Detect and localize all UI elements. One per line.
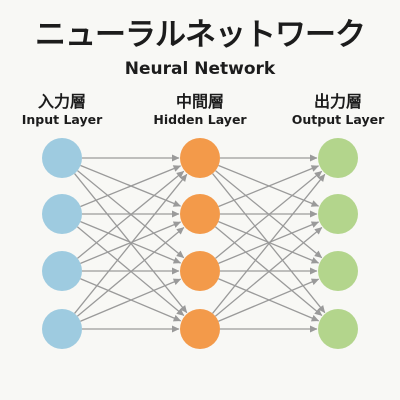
- output-layer-name-jp: 出力層: [313, 92, 362, 111]
- input-layer-name-jp: 入力層: [37, 92, 86, 111]
- connection-hidden3-output1: [215, 170, 323, 259]
- connection-hidden2-output1: [218, 165, 320, 208]
- hidden-node-2: [180, 194, 220, 234]
- hidden-node-3: [180, 251, 220, 291]
- hidden-layer-name-jp: 中間層: [175, 92, 224, 111]
- output-layer-label: 出力層 Output Layer: [273, 92, 400, 128]
- hidden-node-1: [180, 138, 220, 178]
- output-node-2: [318, 194, 358, 234]
- output-node-3: [318, 251, 358, 291]
- connection-hidden4-output2: [214, 226, 323, 317]
- output-layer-name-en: Output Layer: [291, 112, 385, 127]
- connection-input4-hidden2: [76, 226, 185, 317]
- page-subtitle: Neural Network: [124, 59, 276, 79]
- connection-input2-hidden1: [80, 165, 182, 208]
- connection-input3-hidden1: [77, 170, 185, 259]
- connection-hidden4-output3: [218, 278, 320, 322]
- connection-input3-hidden2: [80, 221, 182, 264]
- output-node-1: [318, 138, 358, 178]
- input-node-2: [42, 194, 82, 234]
- input-node-4: [42, 309, 82, 349]
- connection-hidden3-output2: [218, 221, 320, 264]
- input-layer-label: 入力層 Input Layer: [0, 92, 127, 128]
- connections: [74, 154, 326, 333]
- input-layer-name-en: Input Layer: [21, 112, 103, 127]
- nodes: [42, 138, 358, 349]
- output-node-4: [318, 309, 358, 349]
- connection-input4-hidden1: [74, 173, 188, 314]
- hidden-layer-label: 中間層 Hidden Layer: [135, 92, 265, 128]
- input-node-1: [42, 138, 82, 178]
- connection-input4-hidden3: [80, 278, 182, 322]
- connection-hidden4-output1: [212, 173, 326, 314]
- page-title: ニューラルネットワーク: [35, 17, 366, 53]
- hidden-layer-name-en: Hidden Layer: [153, 112, 247, 127]
- hidden-node-4: [180, 309, 220, 349]
- input-node-3: [42, 251, 82, 291]
